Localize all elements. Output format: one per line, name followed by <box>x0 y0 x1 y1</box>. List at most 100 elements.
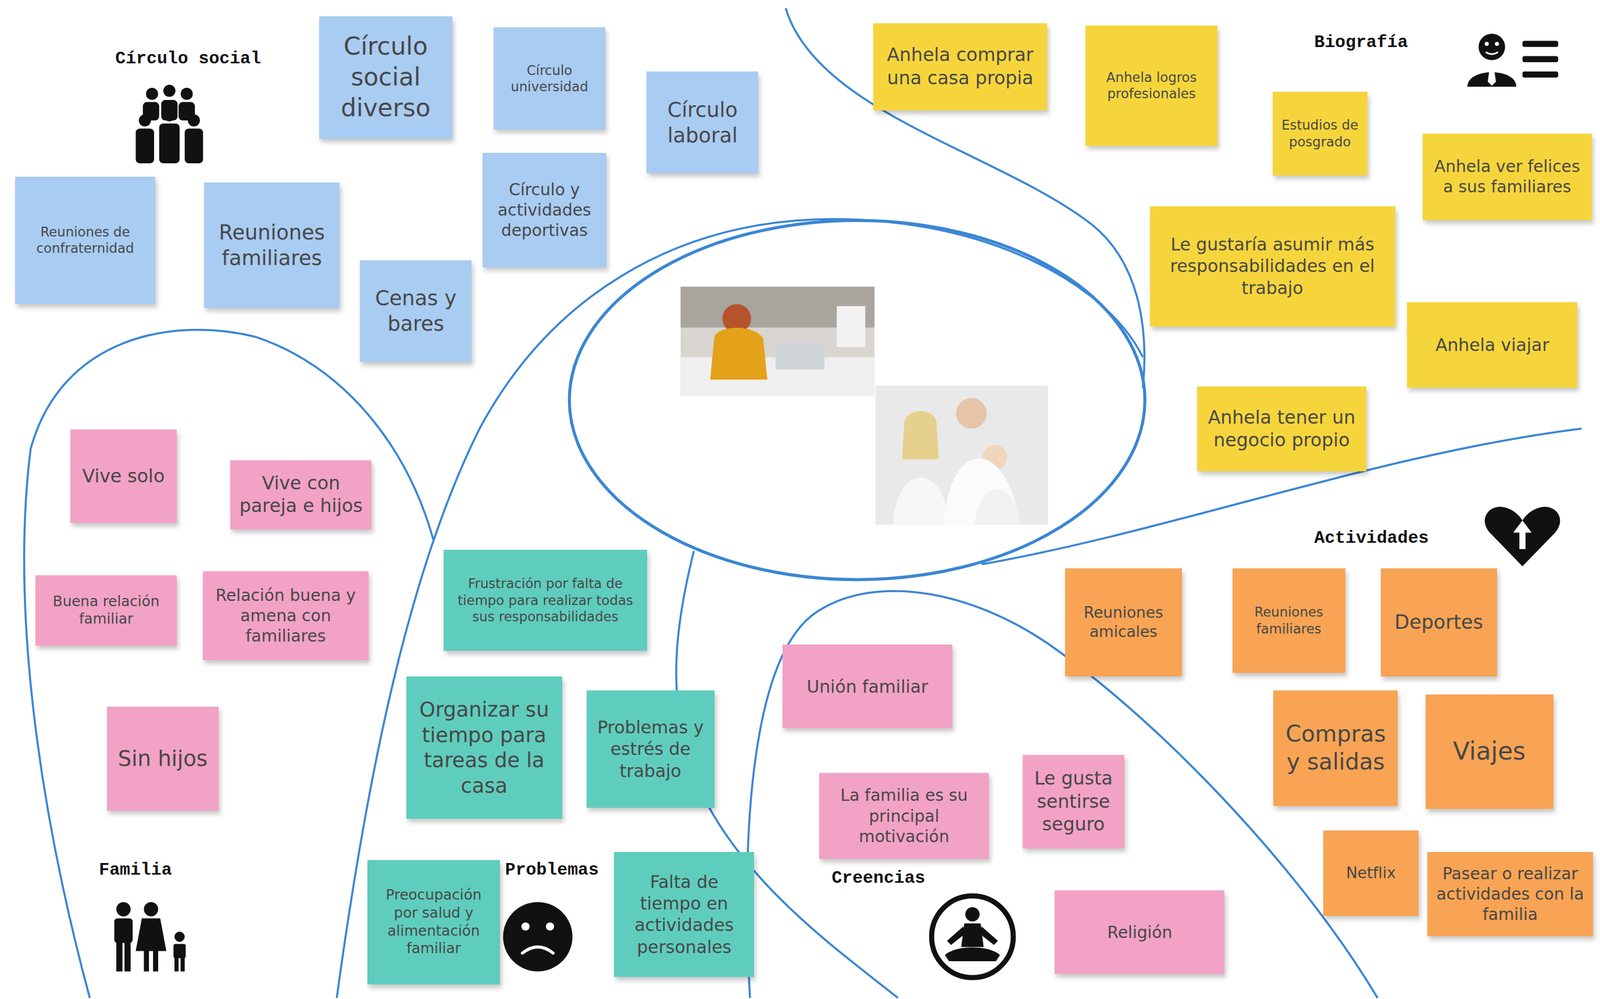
drawing-part <box>836 306 866 348</box>
note-text: Vive solo <box>76 465 171 488</box>
note-text: Preocupación por salud y alimentación fa… <box>373 886 494 959</box>
drawing-part <box>1522 71 1559 78</box>
drawing-part <box>24 8 1582 999</box>
social-note: Círculo y actividades deportivas <box>482 152 606 268</box>
drawing-part <box>124 941 131 973</box>
problem-note: Preocupación por salud y alimentación fa… <box>367 860 500 985</box>
family-note: Vive con pareja e hijos <box>230 460 372 530</box>
drawing-part <box>180 87 194 100</box>
note-text: Problemas y estrés de trabajo <box>592 716 709 782</box>
note-text: Anhela logros profesionales <box>1091 69 1212 103</box>
drawing-part <box>159 123 180 163</box>
drawing-part <box>1522 56 1559 63</box>
activity-note: Compras y salidas <box>1273 690 1398 806</box>
drawing-part <box>336 219 1144 999</box>
drawing-part <box>943 458 1021 525</box>
note-text: Círculo laboral <box>652 97 753 149</box>
section-heading: Familia <box>98 860 172 881</box>
note-text: Deportes <box>1386 610 1491 635</box>
activity-note: Pasear o realizar actividades con la fam… <box>1427 852 1594 938</box>
problem-note: Frustración por falta de tiempo para rea… <box>443 550 648 652</box>
drawing-part <box>893 477 950 525</box>
note-text: Pasear o realizar actividades con la fam… <box>1433 863 1587 925</box>
drawing-part <box>143 949 149 973</box>
note-text: Anhela viajar <box>1413 334 1572 356</box>
drawing-part <box>1478 33 1506 61</box>
drawing-part <box>974 489 1021 525</box>
drawing-part <box>135 918 167 952</box>
note-text: Círculo universidad <box>500 62 600 96</box>
section-heading: Creencias <box>831 868 925 889</box>
drawing-part <box>931 896 1013 978</box>
drawing-part <box>1484 41 1489 46</box>
drawing-part <box>114 902 187 972</box>
note-text: Organizar su tiempo para tareas de la ca… <box>412 697 556 800</box>
note-text: Anhela tener un negocio propio <box>1202 406 1360 453</box>
drawing-part <box>116 902 131 917</box>
note-text: Relación buena y amena con familiares <box>209 585 363 647</box>
note-text: Anhela comprar una casa propia <box>879 43 1042 90</box>
drawing-part <box>145 87 159 100</box>
note-text: Viajes <box>1431 736 1548 768</box>
drawing-part <box>775 343 825 370</box>
drawing-part <box>502 902 573 972</box>
activity-note: Deportes <box>1380 568 1498 677</box>
note-text: Reuniones familiares <box>210 219 334 271</box>
family-note: Buena relación familiar <box>35 575 177 646</box>
drawing-part <box>1522 40 1559 48</box>
drawing-part <box>1467 33 1559 87</box>
drawing-part <box>143 902 159 917</box>
social-note: Cenas y bares <box>359 260 472 363</box>
note-text: Religión <box>1061 922 1219 944</box>
drawing-part <box>187 114 200 127</box>
drawing-part <box>947 926 966 946</box>
note-text: Cenas y bares <box>366 285 466 337</box>
drawing-part <box>173 944 186 959</box>
drawing-part <box>522 947 554 954</box>
social-note: Círculo social diverso <box>319 16 453 139</box>
drawing-part <box>174 931 185 943</box>
drawing-part <box>710 327 768 380</box>
drawing-part <box>545 922 555 931</box>
drawing-part <box>114 918 134 944</box>
section-heading: Actividades <box>1314 528 1430 549</box>
drawing-part <box>180 956 185 972</box>
drawing-part <box>1485 52 1498 55</box>
drawing-part <box>163 84 176 98</box>
family-note: Unión familiar <box>782 644 952 729</box>
section-heading: Círculo social <box>115 48 262 69</box>
note-text: Reuniones amicales <box>1070 603 1176 642</box>
drawing-part <box>138 114 152 127</box>
problem-note: Falta de tiempo en actividades personale… <box>613 852 755 978</box>
biography-note: Anhela viajar <box>1406 302 1578 388</box>
family-note: La familia es su principal motivación <box>819 773 989 859</box>
family-note: Le gusta sentirse seguro <box>1022 755 1125 849</box>
activity-note: Netflix <box>1323 830 1419 917</box>
drawing-part <box>1494 41 1499 46</box>
drawing-part <box>944 947 1000 962</box>
drawing-part <box>184 128 204 164</box>
drawing-part <box>680 286 875 396</box>
activity-note: Reuniones amicales <box>1065 568 1182 677</box>
social-note: Reuniones de confraternidad <box>15 176 156 305</box>
drawing-part <box>1487 67 1496 87</box>
problem-note: Problemas y estrés de trabajo <box>586 690 715 809</box>
note-text: Frustración por falta de tiempo para rea… <box>450 575 642 626</box>
note-text: Reuniones de confraternidad <box>21 223 150 257</box>
note-text: Le gusta sentirse seguro <box>1028 767 1119 837</box>
drawing-part <box>1484 506 1561 567</box>
note-text: La familia es su principal motivación <box>825 785 983 847</box>
activity-note: Reuniones familiares <box>1232 568 1346 674</box>
family-note: Relación buena y amena con familiares <box>202 571 369 661</box>
section-heading: Problemas <box>505 860 599 881</box>
drawing-part <box>961 923 984 948</box>
problem-note: Organizar su tiempo para tareas de la ca… <box>406 676 563 820</box>
note-text: Reuniones familiares <box>1238 604 1339 638</box>
drawing-part <box>965 907 980 923</box>
drawing-part <box>152 949 159 973</box>
drawing-part <box>116 941 123 973</box>
note-text: Sin hijos <box>112 745 213 773</box>
drawing-part <box>502 902 573 972</box>
social-note: Reuniones familiares <box>204 182 340 309</box>
biography-note: Le gustaría asumir más responsabilidades… <box>1150 206 1396 327</box>
